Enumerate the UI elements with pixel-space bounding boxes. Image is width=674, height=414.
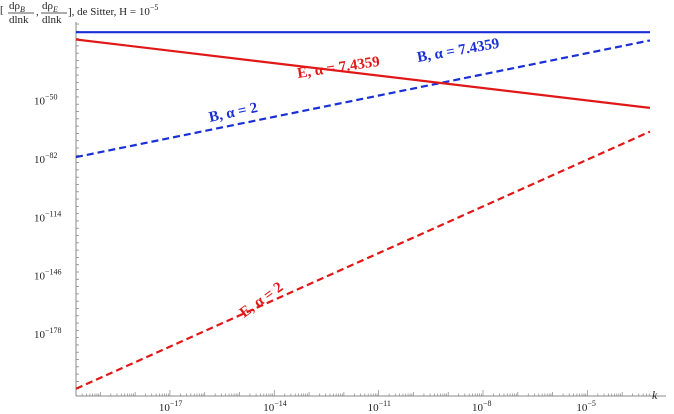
header-frac1-denominator: dlnk <box>9 14 29 26</box>
x-ticks: 10−17 10−14 10−11 10−8 10−5 <box>75 390 650 414</box>
header-frac2-denominator: dlnk <box>42 14 62 26</box>
x-tick-label: 10−8 <box>472 399 492 414</box>
series-annotation: E, α = 7.4359 <box>296 54 381 82</box>
x-tick-label: 10−5 <box>576 399 596 414</box>
header-frac2-numerator: dρE <box>42 0 58 14</box>
y-tick-label: 10−178 <box>34 326 62 341</box>
series-line-1 <box>75 39 651 159</box>
axes: k <box>75 22 666 402</box>
series-lines <box>75 31 651 390</box>
x-tick-label: 10−11 <box>368 399 391 414</box>
series-annotation: E, α = 2 <box>237 279 286 321</box>
series-line-2 <box>75 38 651 109</box>
header-bracket-open: [ <box>0 4 4 16</box>
series-annotation: B, α = 7.4359 <box>416 36 501 66</box>
y-tick-label: 10−82 <box>34 151 58 166</box>
header-comma: , <box>36 6 39 18</box>
x-axis-label: k <box>652 388 658 402</box>
y-tick-label: 10−50 <box>34 93 58 108</box>
x-tick-label: 10−14 <box>263 399 287 414</box>
series-line-3 <box>75 130 651 390</box>
y-tick-label: 10−114 <box>34 209 61 224</box>
header-frac1-numerator: dρB <box>9 0 25 14</box>
header-suffix: ], de Sitter, H = 10−5 <box>68 3 158 18</box>
x-tick-label: 10−17 <box>159 399 183 414</box>
y-ticks: 10−50 10−82 10−114 10−146 10−178 <box>34 23 79 390</box>
y-tick-label: 10−146 <box>34 268 62 283</box>
